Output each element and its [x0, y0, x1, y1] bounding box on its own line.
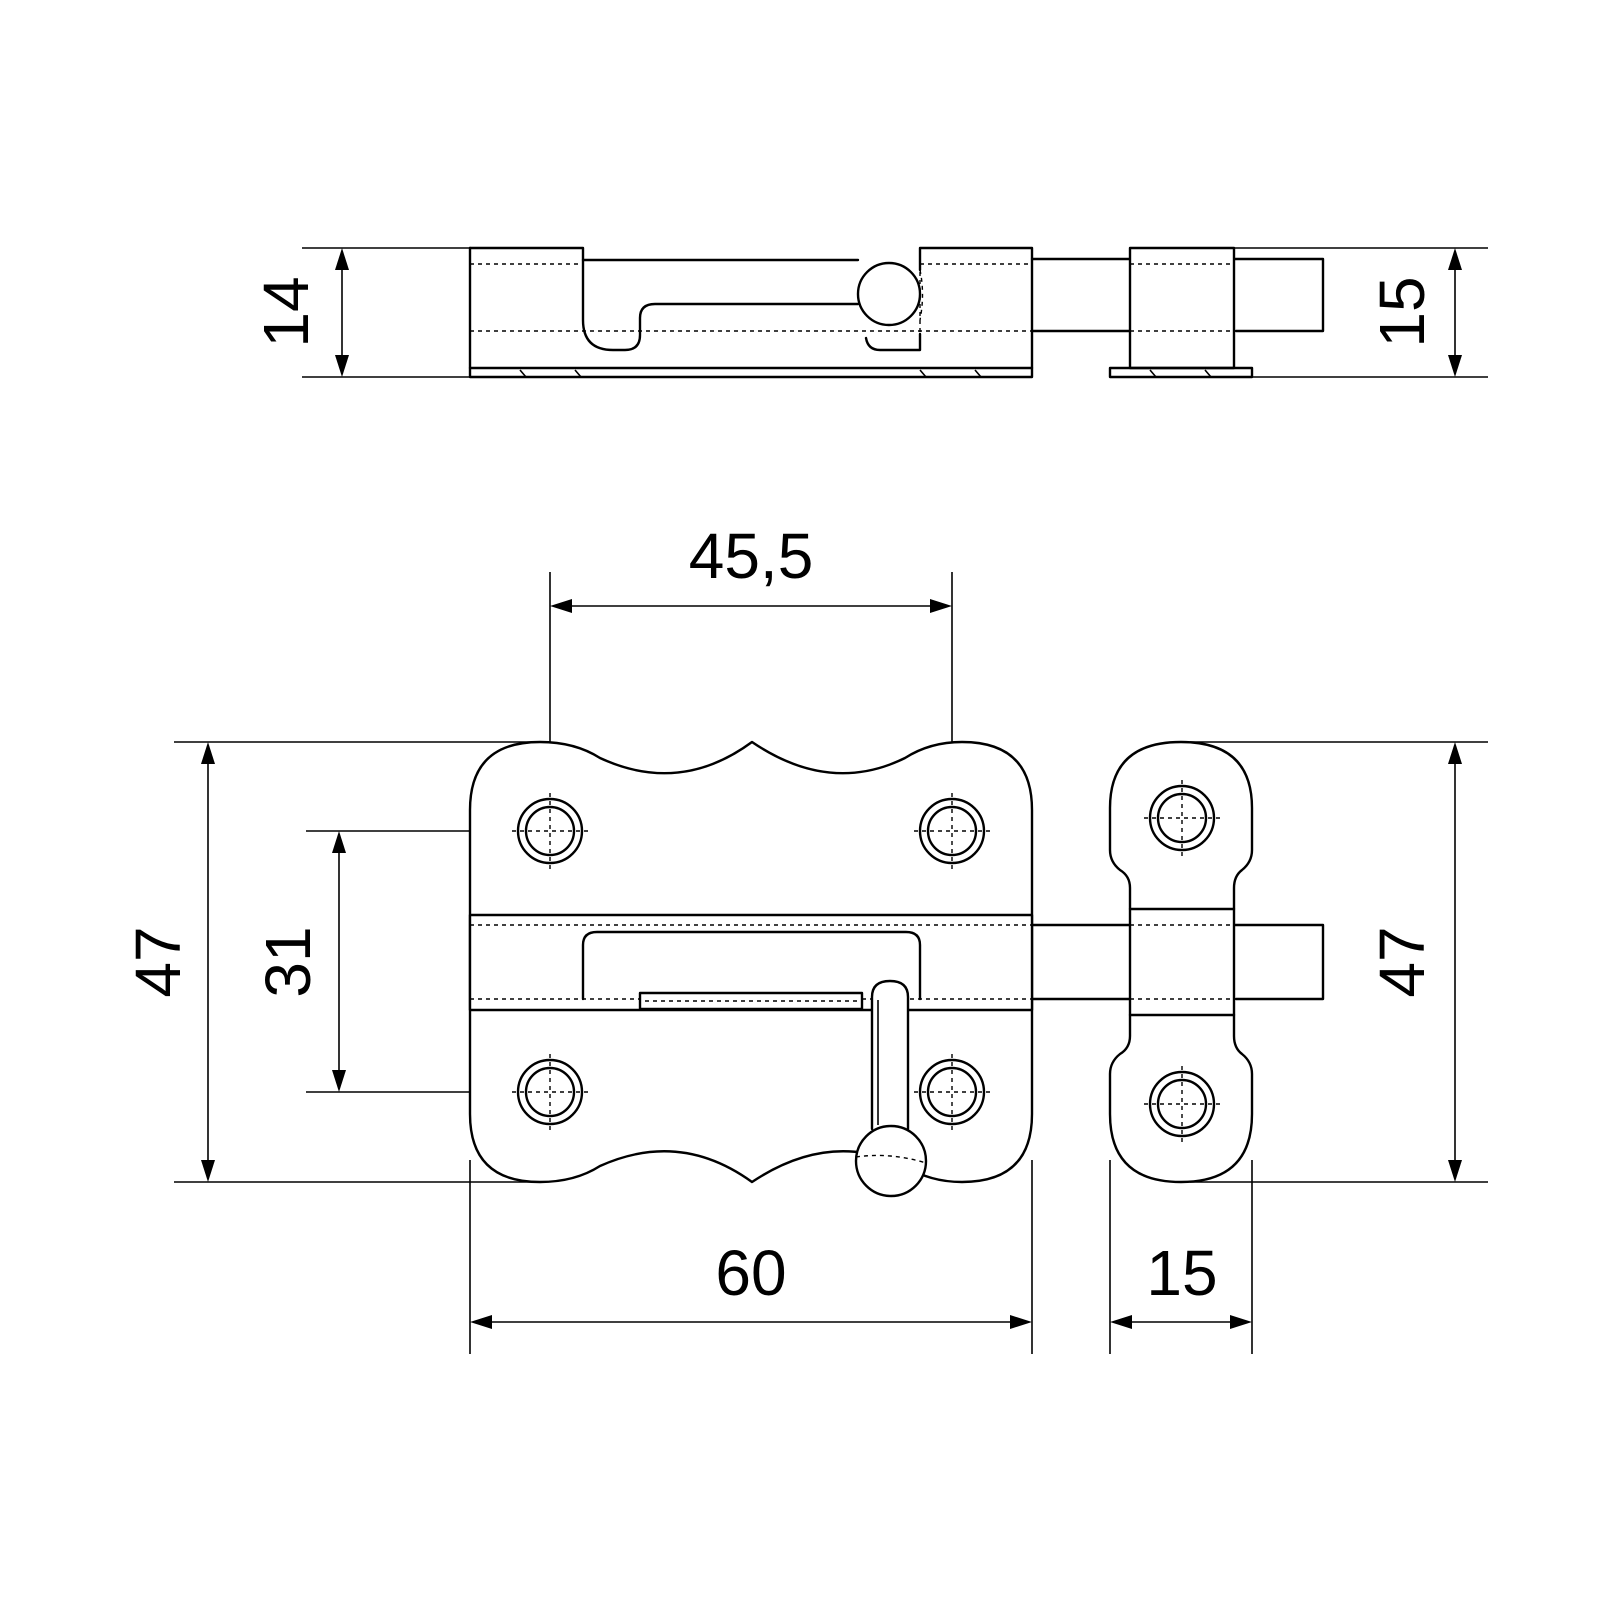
dimension-top-left: 14 — [250, 248, 349, 377]
dim-47-left-label: 47 — [122, 926, 194, 997]
dimension-hole-spacing-horizontal: 45,5 — [550, 520, 952, 613]
dimension-keeper-width: 15 — [1110, 1237, 1252, 1329]
dim-14-label: 14 — [250, 276, 322, 347]
keeper-side — [1108, 246, 1254, 379]
bolt-plate-side — [468, 246, 1325, 379]
dim-31-label: 31 — [252, 926, 324, 997]
dim-47-right-label: 47 — [1366, 926, 1438, 997]
dimension-hole-spacing-vertical: 31 — [252, 831, 346, 1092]
top-view: 14 15 — [250, 246, 1488, 379]
screw-hole-bottom-left — [512, 1054, 588, 1130]
dimension-overall-height-left: 47 — [122, 742, 215, 1182]
keeper-hole-bottom — [1144, 1066, 1220, 1142]
screw-hole-bottom-right — [914, 1054, 990, 1130]
bolt-handle — [854, 979, 928, 1198]
bolt-channel — [468, 913, 1034, 1012]
dim-15-keeper-label: 15 — [1146, 1237, 1217, 1309]
dimension-overall-height-right: 47 — [1366, 742, 1462, 1182]
dimension-top-right: 15 — [1366, 248, 1462, 377]
keeper-hole-top — [1144, 780, 1220, 856]
dim-60-label: 60 — [715, 1237, 786, 1309]
keeper — [1108, 740, 1254, 1184]
front-view: 45,5 47 31 47 60 — [122, 520, 1488, 1354]
screw-hole-top-left — [512, 793, 588, 869]
screw-holes-plate — [512, 793, 990, 1130]
screw-hole-top-right — [914, 793, 990, 869]
dim-45-5-label: 45,5 — [689, 520, 814, 592]
dim-15-side-label: 15 — [1366, 276, 1438, 347]
dimension-plate-width: 60 — [470, 1237, 1032, 1329]
